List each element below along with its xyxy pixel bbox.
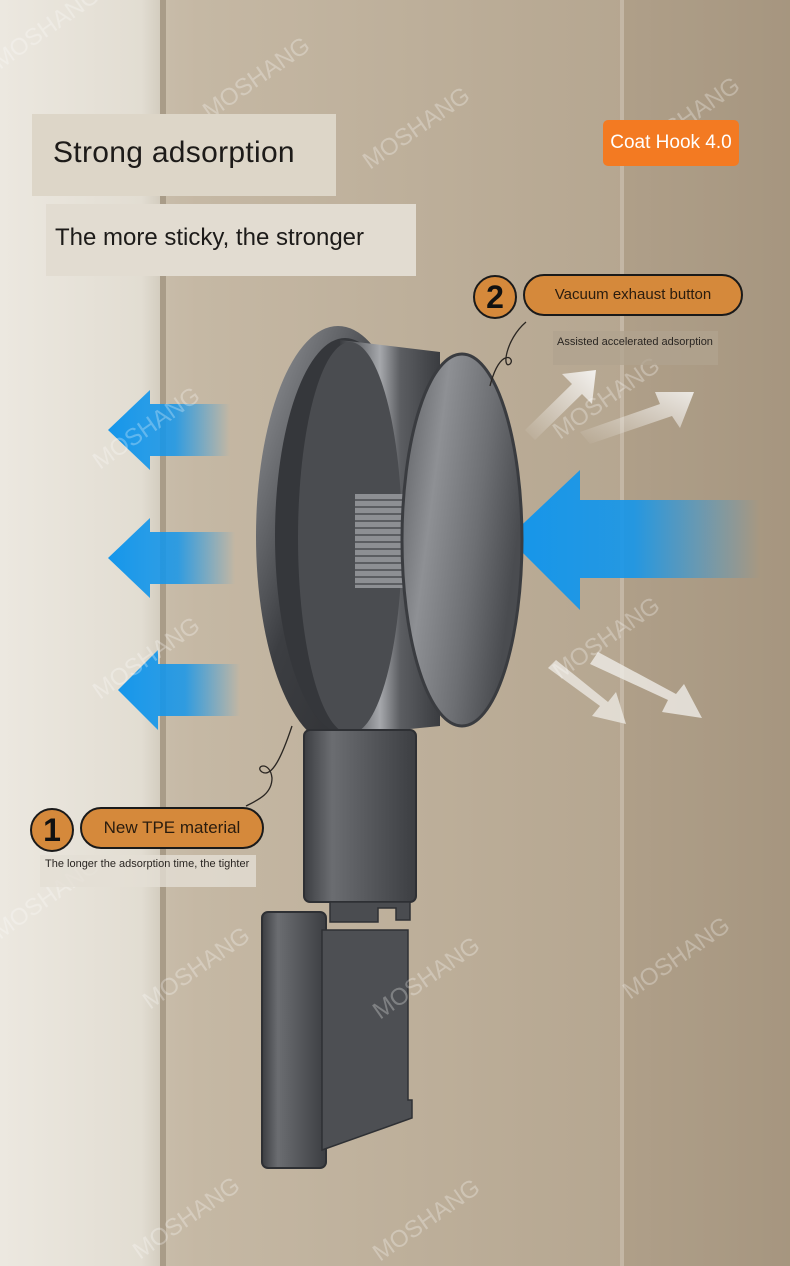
hook-arm-upper [304,730,416,902]
headline: Strong adsorption [32,114,336,196]
callout-number-2: 2 [473,275,517,319]
hook-arm-lower [262,912,326,1168]
hook-lip [321,929,413,1152]
exhaust-arrow-down-2 [590,652,702,718]
airflow-arrow-left-2 [108,518,235,598]
subheadline: The more sticky, the stronger [46,204,416,276]
callout-label-vacuum-button: Vacuum exhaust button [523,274,743,316]
airflow-arrow-left-3 [118,650,240,730]
exhaust-arrow-down-1 [548,660,626,724]
product-badge: Coat Hook 4.0 [603,120,739,166]
airflow-arrow-right [508,470,760,610]
callout-note-tpe-material: The longer the adsorption time, the tigh… [40,855,256,887]
vacuum-exhaust-button-cap [402,354,522,726]
leader-line-1 [245,725,293,807]
door-frame-edge [160,0,166,1266]
callout-label-tpe-material: New TPE material [80,807,264,849]
leader-line-2 [489,321,527,387]
callout-number-1: 1 [30,808,74,852]
exhaust-arrow-up-2 [580,392,694,444]
callout-note-vacuum-button: Assisted accelerated adsorption [553,331,718,365]
door-panel-shade [624,0,790,1266]
airflow-arrow-left-1 [108,390,230,470]
hook-clip [329,901,411,923]
door-panel-line [620,0,624,1266]
exhaust-arrow-up-1 [525,370,596,440]
